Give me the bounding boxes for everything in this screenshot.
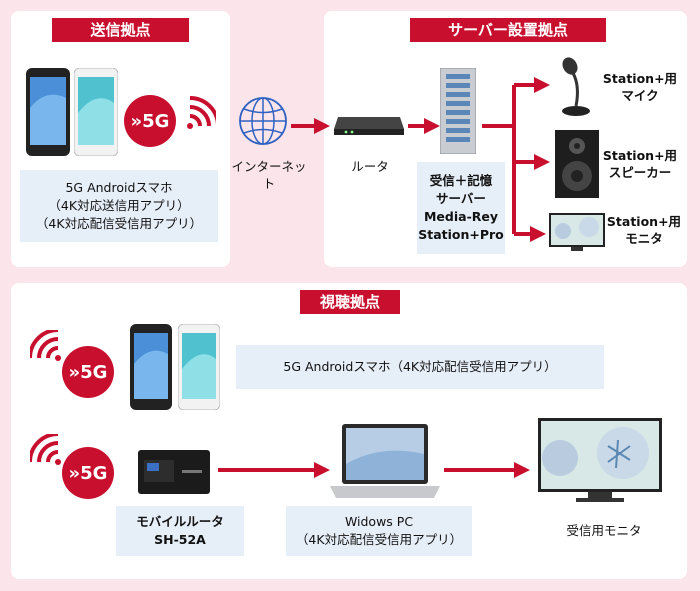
server-box: 受信＋記憶 サーバー Media-Rey Station+Pro xyxy=(417,162,505,254)
server-line1: 受信＋記憶 xyxy=(429,173,493,188)
viewer-title: 視聴拠点 xyxy=(300,290,400,314)
router-label: ルータ xyxy=(351,159,389,174)
pc-line2: （4K対応配信受信用アプリ） xyxy=(295,532,463,547)
globe-icon xyxy=(239,97,287,145)
monitor-line1: Station+用 xyxy=(606,214,682,229)
viewer-wifi-signal-icon-1 xyxy=(30,330,61,361)
mobile-router-line1: モバイルルータ xyxy=(136,514,224,529)
sender-wifi-signal-icon xyxy=(187,96,216,129)
sender-phone-box: 5G Androidスマホ （4K対応送信用アプリ） （4K対応配信受信用アプリ… xyxy=(20,170,218,242)
speaker-line1: Station+用 xyxy=(602,148,678,163)
pc-box: Widows PC （4K対応配信受信用アプリ） xyxy=(286,506,472,556)
viewer-wifi-signal-icon-2 xyxy=(30,434,61,465)
viewer-5g-badge-2: »5G xyxy=(62,447,114,499)
mic-line1: Station+用 xyxy=(602,71,678,86)
smartphone-white-icon xyxy=(74,68,118,156)
viewer-5g-badge-1: »5G xyxy=(62,346,114,398)
speaker-label: Station+用 スピーカー xyxy=(600,147,680,181)
viewer-phone-text: 5G Androidスマホ（4K対応配信受信用アプリ） xyxy=(283,359,557,374)
arrows-top xyxy=(291,77,550,242)
monitor-line2: モニタ xyxy=(625,231,663,246)
viewer-phone-box: 5G Androidスマホ（4K対応配信受信用アプリ） xyxy=(236,345,604,389)
sender-title: 送信拠点 xyxy=(52,18,189,42)
viewer-smartphone-white-icon xyxy=(178,324,220,410)
mic-label: Station+用 マイク xyxy=(600,70,680,104)
receiver-monitor-icon xyxy=(538,418,662,502)
server-title: サーバー設置拠点 xyxy=(410,18,606,42)
monitor-small-icon xyxy=(549,213,605,251)
sender-phone-line2: （4K対応送信用アプリ） xyxy=(48,198,190,213)
speaker-line2: スピーカー xyxy=(608,165,672,180)
server-line2: サーバー xyxy=(436,191,486,206)
router-icon xyxy=(334,117,404,135)
server-panel xyxy=(324,11,687,267)
smartphone-black-icon xyxy=(26,68,70,156)
mobile-router-line2: SH-52A xyxy=(154,532,206,547)
server-line3: Media-Rey xyxy=(423,209,499,224)
pc-line1: Widows PC xyxy=(344,514,414,529)
mobile-router-box: モバイルルータ SH-52A xyxy=(116,506,244,556)
monitor-label: Station+用 モニタ xyxy=(604,213,684,247)
laptop-icon xyxy=(330,424,440,498)
internet-label: インターネット xyxy=(231,159,307,191)
receiver-monitor-label: 受信用モニタ xyxy=(566,523,642,538)
mic-line2: マイク xyxy=(621,88,659,103)
server-line4: Station+Pro xyxy=(418,227,504,242)
sender-phone-line3: （4K対応配信受信用アプリ） xyxy=(35,216,203,231)
viewer-smartphone-black-icon xyxy=(130,324,172,410)
sender-5g-badge: »5G xyxy=(124,95,176,147)
mobile-router-icon xyxy=(138,450,210,494)
speaker-icon xyxy=(555,130,599,198)
microphone-icon xyxy=(562,57,590,116)
sender-phone-line1: 5G Androidスマホ xyxy=(65,180,173,195)
server-rack-icon xyxy=(440,68,476,154)
